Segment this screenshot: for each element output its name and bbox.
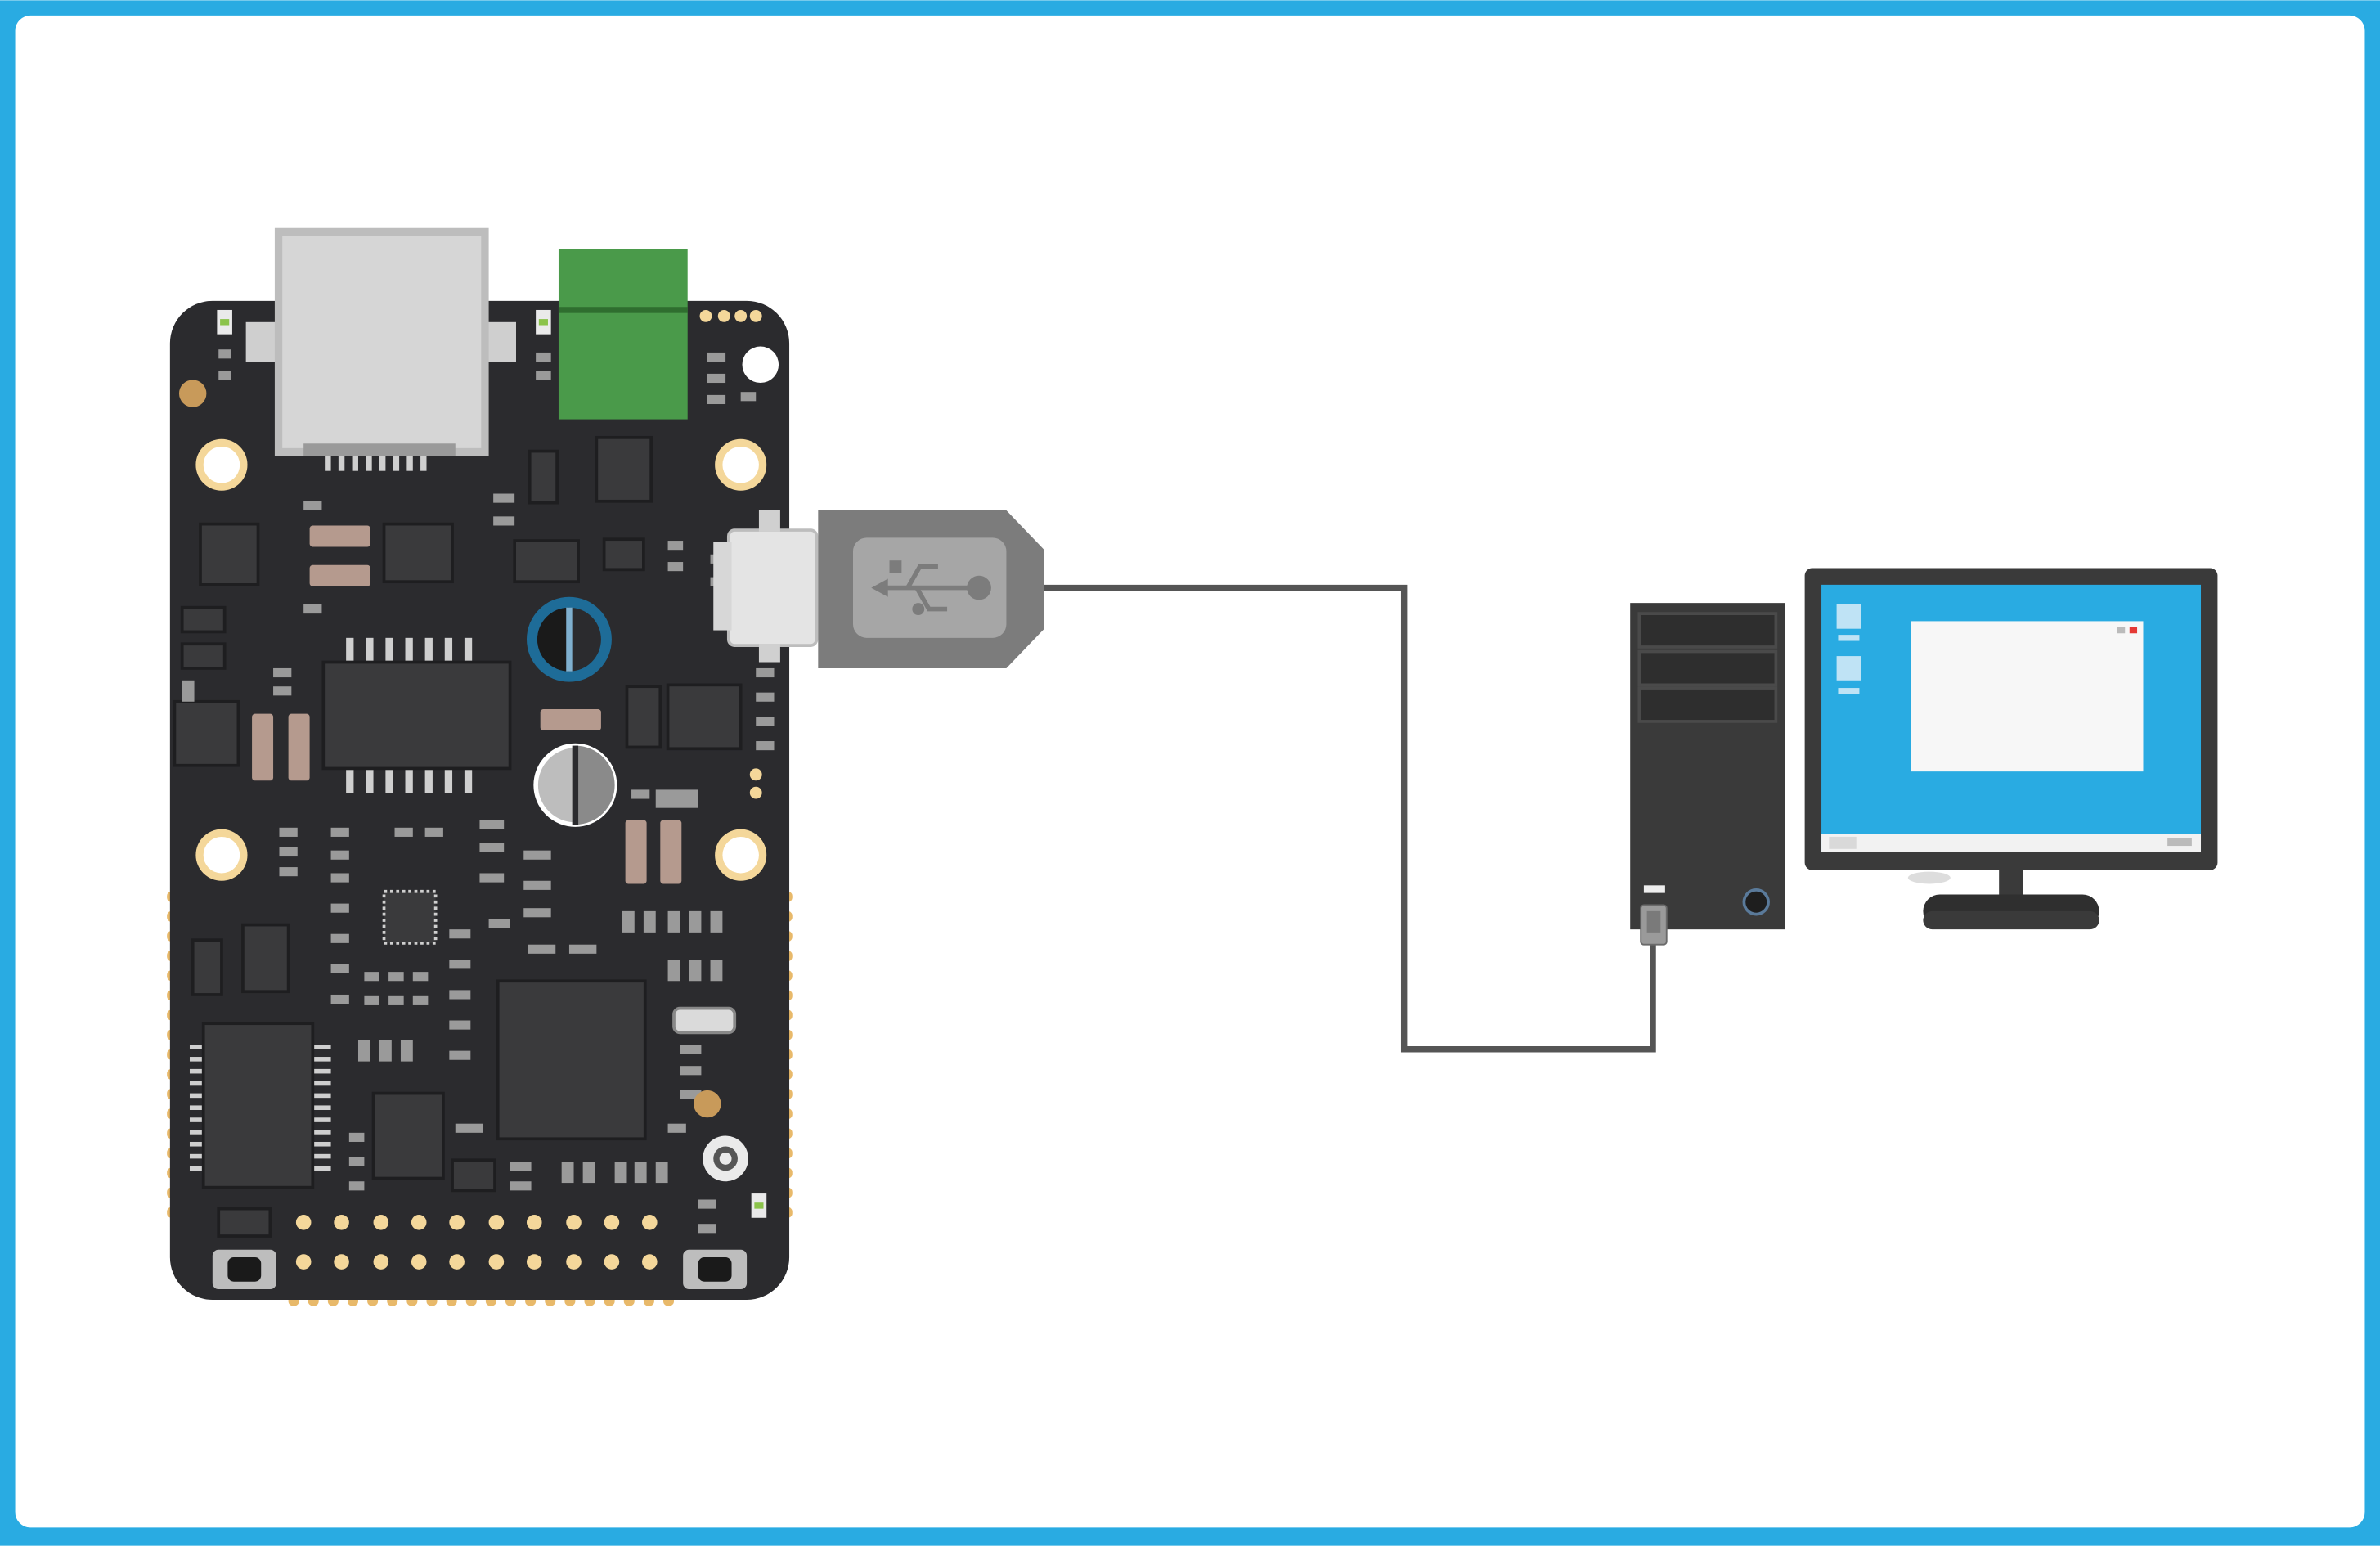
ic-chip [173,435,743,1238]
round-connector [703,1135,748,1182]
tactile-button [212,1249,748,1289]
usb-plug [818,510,1044,668]
desktop-icon [1836,604,1861,629]
grey-capacitor [533,743,617,827]
microcontroller-board [167,227,819,1306]
power-button-icon [1742,888,1770,916]
micro-usb-port [713,510,819,663]
desktop-icon [1836,656,1861,681]
crystal [672,1006,737,1035]
usb-symbol-icon [871,560,991,615]
ethernet-jack [245,227,516,471]
terminal-block [558,249,688,420]
status-led [217,309,767,1218]
taskbar [1821,834,2202,852]
close-icon [2129,627,2138,634]
blue-capacitor [526,596,612,682]
passive-components [252,525,682,884]
app-window [1911,621,2144,772]
mounting-hole [195,438,767,881]
usb-cable [1044,584,1656,1053]
small-passives [182,349,775,1234]
reset-dot [742,346,779,384]
header-pins [295,309,762,1270]
computer-tower [1630,603,1785,946]
monitor [1804,568,2218,930]
